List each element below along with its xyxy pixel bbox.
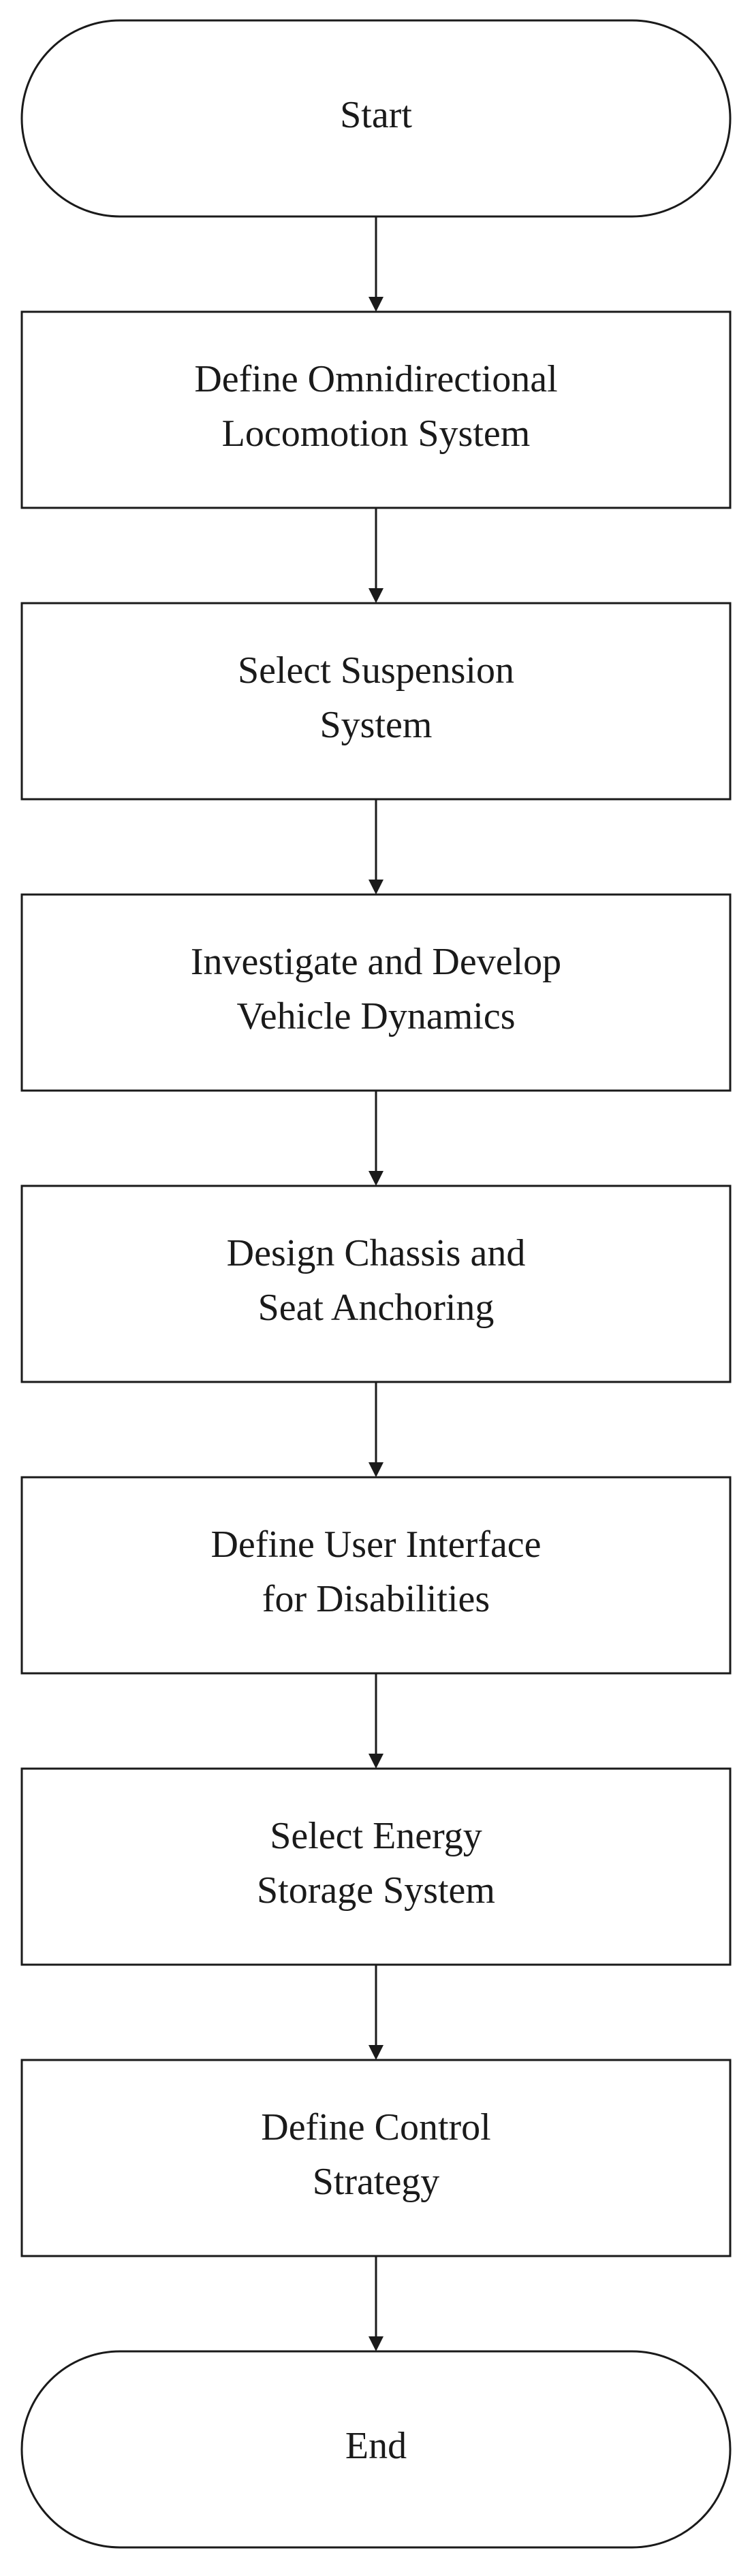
end-terminal	[20, 2350, 732, 2549]
end-label-line-1: End	[345, 2425, 407, 2467]
step-6-label-line-1: Select Energy	[270, 1815, 482, 1857]
step-1-label-line-2: Locomotion System	[222, 413, 531, 455]
step-2-process-box	[20, 602, 732, 801]
step-3-label-line-1: Investigate and Develop	[191, 941, 561, 983]
arrowhead-step-2-to-step-3	[369, 880, 383, 895]
step-3-process-box	[20, 893, 732, 1092]
start-terminal	[20, 19, 732, 218]
edges-layer	[369, 216, 383, 2351]
step-5-process-box	[20, 1476, 732, 1675]
arrowhead-start-to-step-1	[369, 297, 383, 312]
step-5-label-line-1: Define User Interface	[210, 1524, 541, 1566]
step-7-process-box	[20, 2059, 732, 2257]
step-4-label-line-1: Design Chassis and	[227, 1232, 526, 1274]
step-1-label-line-1: Define Omnidirectional	[194, 358, 557, 400]
step-4-process-box	[20, 1185, 732, 1383]
arrowhead-step-6-to-step-7	[369, 2045, 383, 2060]
step-7-label-line-2: Strategy	[313, 2161, 440, 2203]
step-7-label-line-1: Define Control	[261, 2106, 490, 2148]
arrowhead-step-4-to-step-5	[369, 1462, 383, 1477]
step-3-label-line-2: Vehicle Dynamics	[237, 995, 516, 1037]
step-2-label-line-2: System	[320, 704, 433, 746]
step-5-label-line-2: for Disabilities	[262, 1578, 490, 1620]
step-6-label-line-2: Storage System	[257, 1869, 495, 1912]
arrowhead-step-3-to-step-4	[369, 1171, 383, 1186]
step-1-process-box	[20, 310, 732, 509]
step-6-process-box	[20, 1767, 732, 1966]
arrowhead-step-7-to-end	[369, 2336, 383, 2351]
step-2-label-line-1: Select Suspension	[238, 649, 514, 692]
arrowhead-step-5-to-step-6	[369, 1754, 383, 1769]
start-label-line-1: Start	[340, 94, 412, 136]
step-4-label-line-2: Seat Anchoring	[258, 1287, 495, 1329]
arrowhead-step-1-to-step-2	[369, 588, 383, 603]
